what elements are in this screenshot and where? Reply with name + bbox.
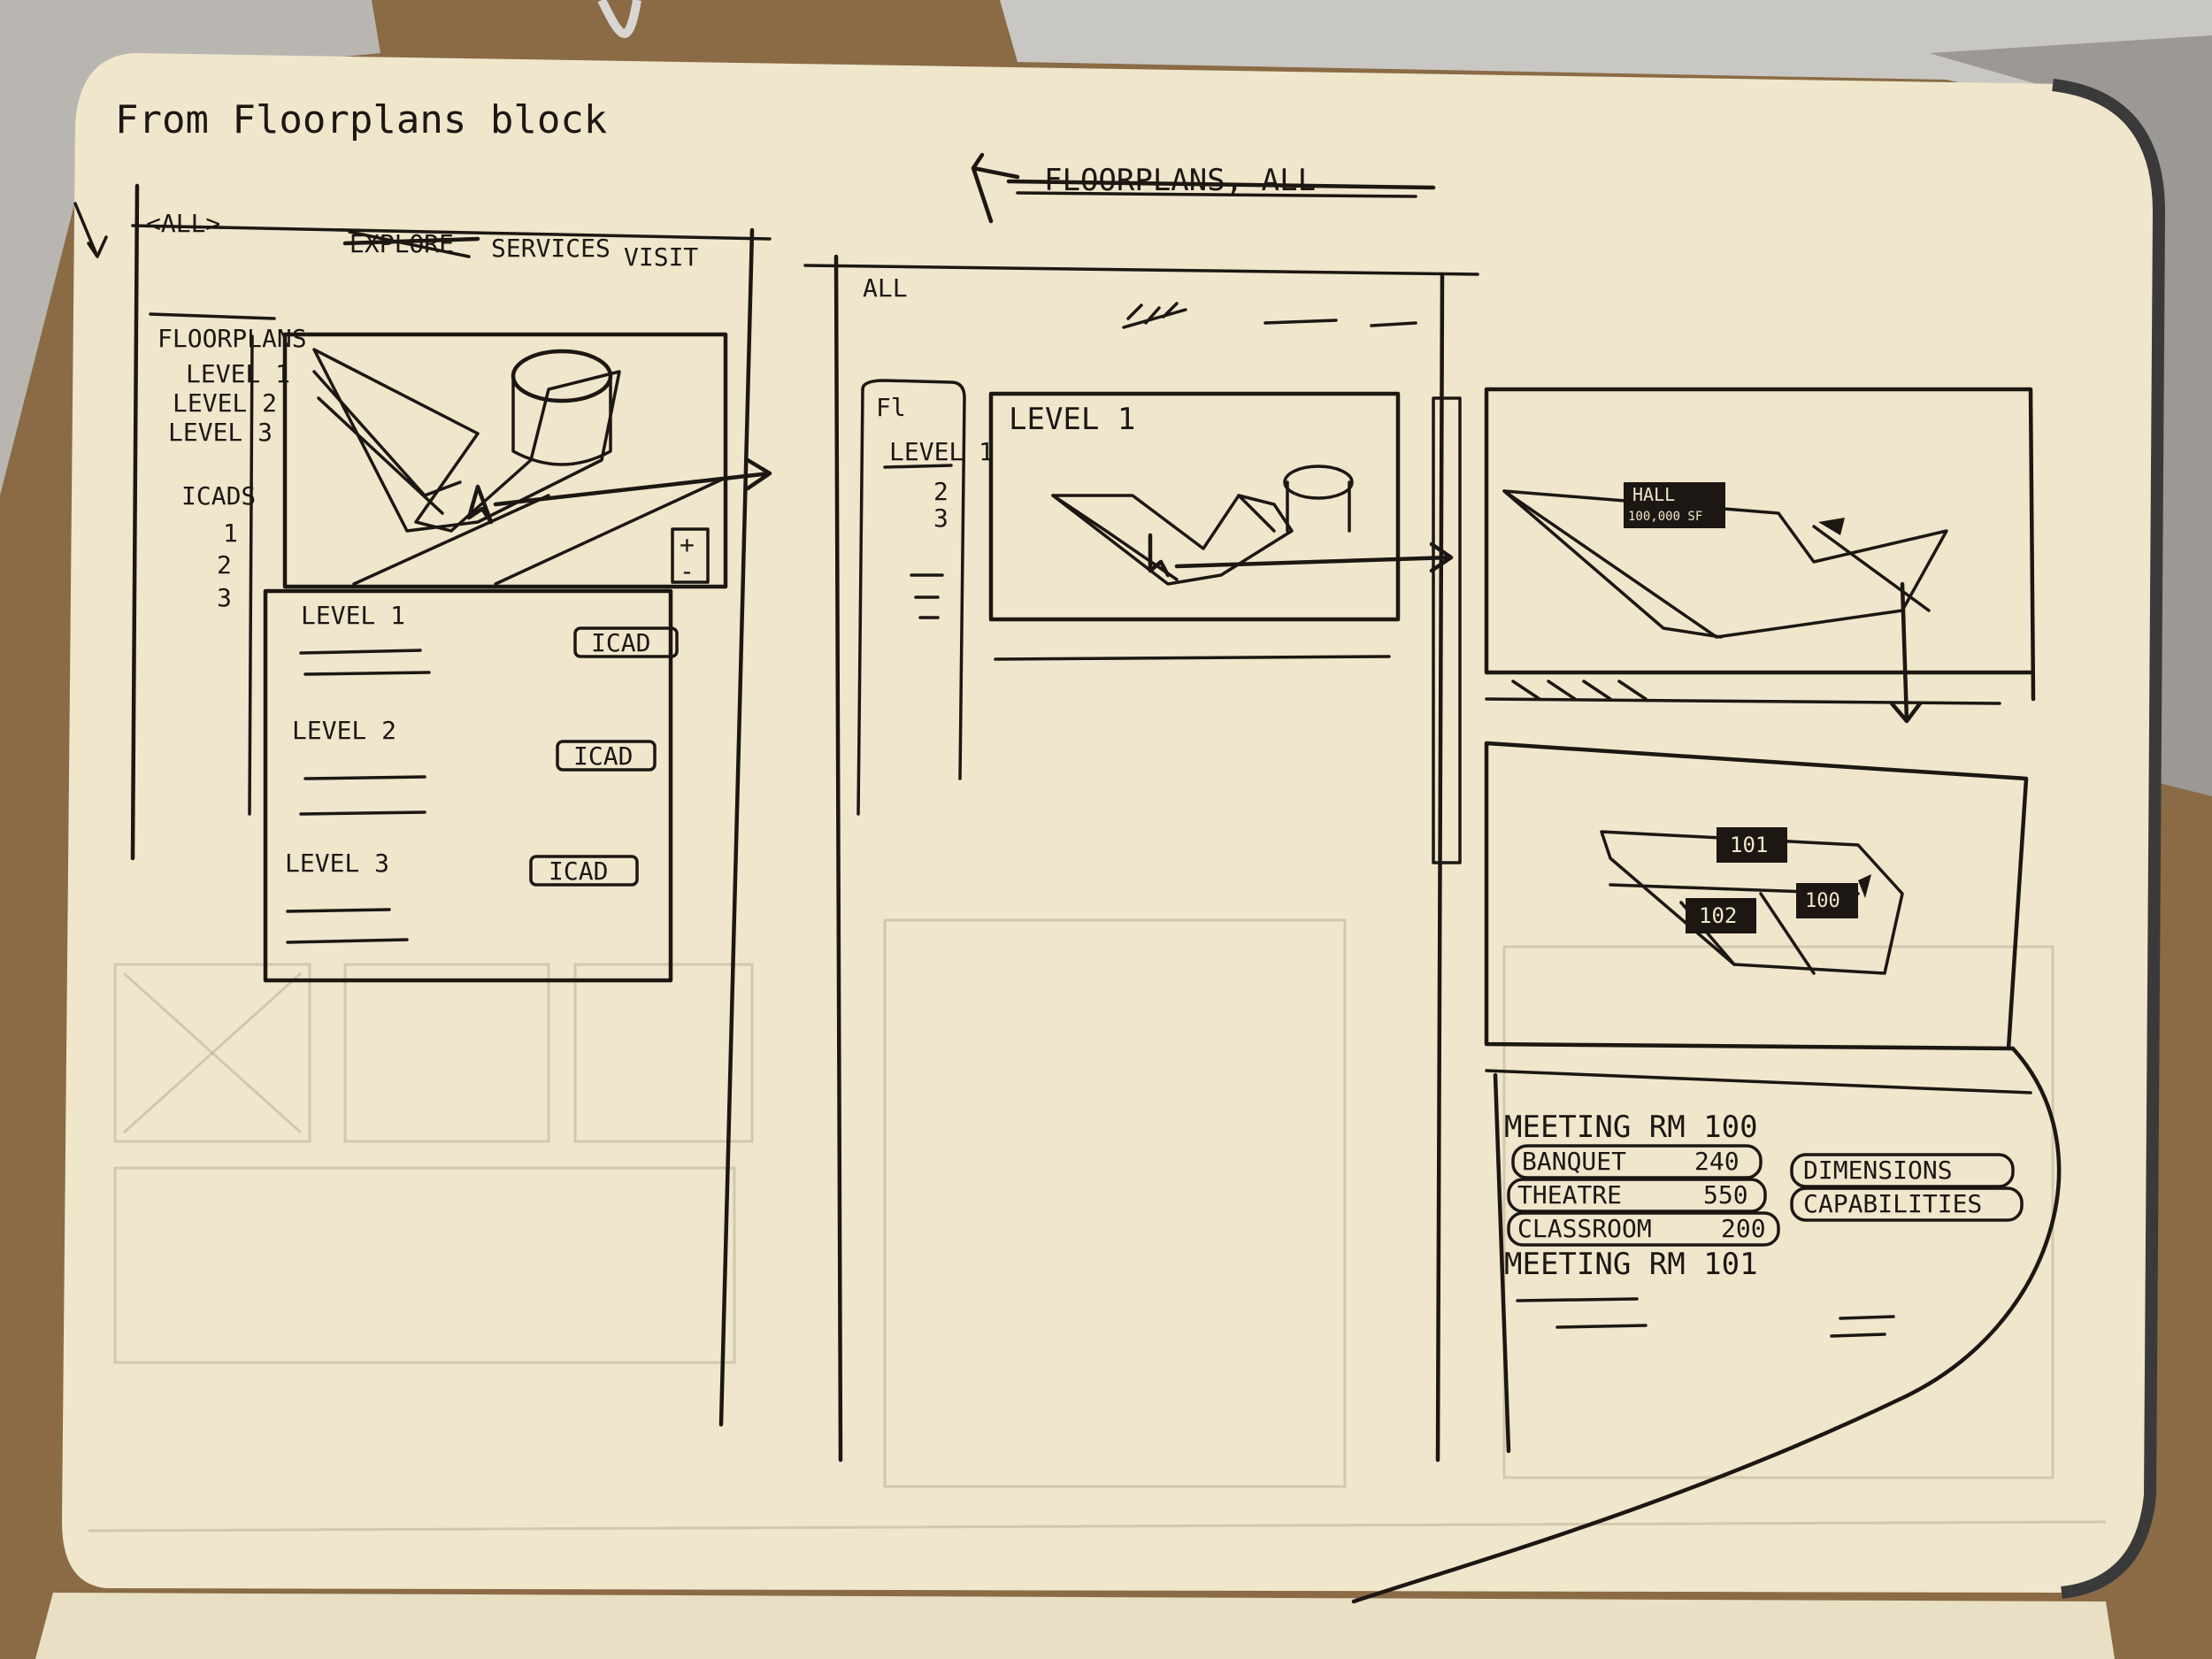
capacity-value: 240 xyxy=(1694,1147,1740,1176)
building-massing-icon xyxy=(1051,494,1294,586)
icad-button-3[interactable]: ICAD xyxy=(549,856,608,886)
sidebar-cad-3[interactable]: 3 xyxy=(217,583,232,612)
sketch-a-level-list: LEVEL 1 ICAD LEVEL 2 ICAD LEVEL 3 ICAD xyxy=(263,588,679,983)
laptop-top-left xyxy=(0,0,380,495)
flow-arrow-a-to-b xyxy=(493,457,772,507)
capacity-pill-classroom[interactable]: CLASSROOM 200 xyxy=(1507,1211,1780,1247)
sketch-c-wireframe: HALL 100,000 SF 101 102 100 xyxy=(1351,387,2062,1604)
sketch-b-sidebar-level-1[interactable]: LEVEL 1 xyxy=(889,437,994,466)
flow-arrow-b-to-c xyxy=(1174,541,1454,573)
back-arrow-icon xyxy=(971,152,1020,224)
sketch-b-scrollbar[interactable] xyxy=(1432,396,1462,864)
sketch-a-map-panel: + - xyxy=(282,332,728,589)
sketch-b-sidebar-level-2[interactable]: 2 xyxy=(933,477,949,506)
hall-tag[interactable]: HALL 100,000 SF xyxy=(1624,482,1725,528)
level-row-3[interactable]: LEVEL 3 ICAD xyxy=(285,849,639,944)
level-row-title: LEVEL 3 xyxy=(285,849,389,878)
sketch-c-map-upper: HALL 100,000 SF xyxy=(1484,387,2036,705)
capacity-value: 200 xyxy=(1721,1214,1766,1243)
sketch-a-wireframe: <ALL> EXPLORE SERVICES VISIT FLOORPLANS … xyxy=(73,183,772,1427)
cable xyxy=(597,0,641,38)
sketch-b-sidebar-heading: Fl xyxy=(876,393,906,422)
notebook-cover-edge xyxy=(2052,79,2166,1599)
hatch-mark xyxy=(1511,680,1647,701)
notebook-page xyxy=(62,53,2159,1593)
sketch-b-sidebar: Fl LEVEL 1 2 3 xyxy=(856,379,994,816)
dimensions-label: DIMENSIONS xyxy=(1803,1156,1953,1185)
sketch-a-nav: EXPLORE SERVICES VISIT xyxy=(342,229,698,272)
zoom-out-button[interactable]: - xyxy=(680,557,695,586)
laptop-top-right xyxy=(1000,0,2212,142)
sketch-b-level-panel: LEVEL 1 xyxy=(988,391,1401,661)
sidebar-cad-1[interactable]: 1 xyxy=(223,518,238,548)
level-row-title: LEVEL 1 xyxy=(301,601,405,630)
hall-tag-label: HALL xyxy=(1632,484,1675,505)
page-header: From Floorplans block xyxy=(115,97,607,142)
level-row-2[interactable]: LEVEL 2 ICAD xyxy=(292,716,657,816)
cursor-icon xyxy=(1858,874,1871,898)
hall-tag-subtitle: 100,000 SF xyxy=(1628,510,1702,524)
hatch-mark xyxy=(1122,302,1187,329)
zoom-controls: + - xyxy=(671,527,710,586)
capacity-pill-theatre[interactable]: THEATRE 550 xyxy=(1507,1178,1767,1213)
flow-curve xyxy=(1351,1046,2062,1604)
icad-button-2[interactable]: ICAD xyxy=(573,741,633,771)
capacity-label: BANQUET xyxy=(1522,1147,1626,1176)
capabilities-label: CAPABILITIES xyxy=(1803,1189,1982,1218)
capacity-label: THEATRE xyxy=(1517,1180,1622,1210)
notebook-lower-page xyxy=(35,1593,2115,1659)
icad-button-1[interactable]: ICAD xyxy=(591,628,650,657)
nav-services[interactable]: SERVICES xyxy=(491,234,611,263)
sketch-b-wireframe: ALL Fl LEVEL 1 2 3 LEVEL 1 xyxy=(803,254,1479,1463)
dimensions-pill[interactable]: DIMENSIONS xyxy=(1790,1153,2015,1188)
struck-heading-group: FLOORPLANS, ALL xyxy=(971,152,1436,224)
room-tag-101[interactable]: 101 xyxy=(1717,827,1787,863)
room-tag-label: 101 xyxy=(1730,833,1768,857)
capacity-value: 550 xyxy=(1703,1180,1748,1210)
sidebar-cad-2[interactable]: 2 xyxy=(217,550,232,580)
cursor-icon xyxy=(1818,518,1845,535)
sketch-b-sidebar-level-3[interactable]: 3 xyxy=(933,503,949,533)
sketch-a-sidebar: FLOORPLANS LEVEL 1 LEVEL 2 LEVEL 3 ICADS… xyxy=(149,312,307,816)
sidebar-cads-heading: ICADS xyxy=(181,481,256,511)
sidebar-heading: FLOORPLANS xyxy=(157,324,307,353)
level-row-title: LEVEL 2 xyxy=(292,716,396,745)
sketch-c-map-lower: 101 102 100 xyxy=(1484,741,2029,1051)
sketch-c-details-panel: MEETING RM 100 BANQUET 240 THEATRE 550 C… xyxy=(1351,1046,2062,1604)
sketch-b-back-link[interactable]: ALL xyxy=(863,273,908,303)
level-row-1[interactable]: LEVEL 1 ICAD xyxy=(299,601,679,676)
zoom-in-button[interactable]: + xyxy=(680,530,695,559)
sketch-b-panel-title: LEVEL 1 xyxy=(1009,402,1135,437)
room-tag-102[interactable]: 102 xyxy=(1686,898,1756,933)
room-tag-100[interactable]: 100 xyxy=(1796,883,1858,918)
cursor-icon xyxy=(466,484,494,525)
nav-visit[interactable]: VISIT xyxy=(624,242,698,272)
room-101-title: MEETING RM 101 xyxy=(1504,1247,1758,1282)
capabilities-pill[interactable]: CAPABILITIES xyxy=(1790,1187,2024,1222)
room-100-title: MEETING RM 100 xyxy=(1504,1110,1758,1145)
building-massing-icon xyxy=(312,348,621,533)
sidebar-level-2[interactable]: LEVEL 2 xyxy=(173,388,277,418)
flow-arrow-down xyxy=(1889,581,1923,724)
capacity-label: CLASSROOM xyxy=(1517,1214,1652,1243)
room-tag-label: 102 xyxy=(1699,903,1737,928)
sketch-a-back-link[interactable]: <ALL> xyxy=(146,209,220,238)
building-floor-icon xyxy=(1600,830,1904,975)
resize-arrow-icon xyxy=(73,202,108,258)
cursor-icon xyxy=(1148,533,1171,578)
room-tag-label: 100 xyxy=(1805,890,1840,912)
sidebar-level-1[interactable]: LEVEL 1 xyxy=(186,359,290,388)
sidebar-level-3[interactable]: LEVEL 3 xyxy=(168,418,273,447)
capacity-pill-banquet[interactable]: BANQUET 240 xyxy=(1511,1144,1763,1179)
